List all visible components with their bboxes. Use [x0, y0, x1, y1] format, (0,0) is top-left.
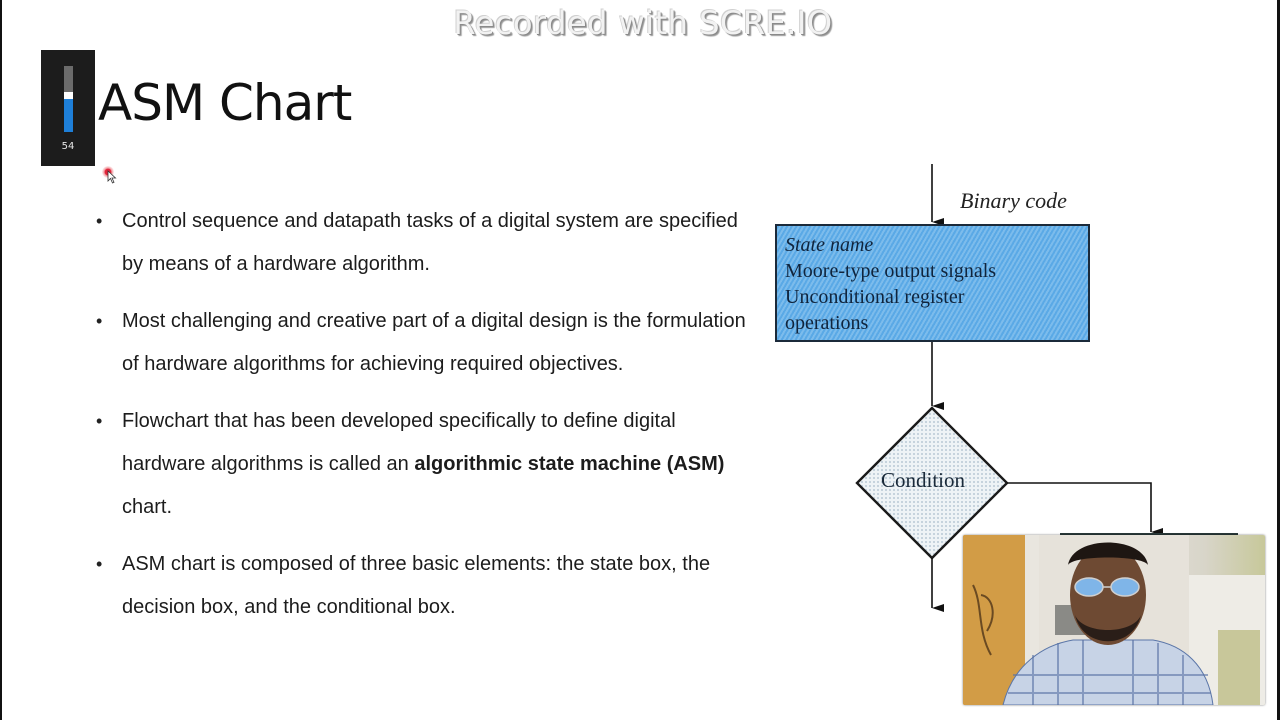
volume-osd[interactable]: 54	[41, 50, 95, 166]
volume-value: 54	[61, 141, 75, 152]
moore-outputs-label: Moore-type output signals	[785, 260, 997, 282]
volume-fill	[64, 96, 73, 132]
bullet-bold-abbrev: (ASM)	[666, 453, 725, 475]
bullet-list: Control sequence and datapath tasks of a…	[96, 200, 756, 643]
presenter-video	[963, 535, 1265, 705]
bullet-item: Most challenging and creative part of a …	[96, 300, 756, 386]
register-ops-label: Unconditional register	[785, 286, 965, 308]
bullet-bold-term: algorithmic state machine	[414, 453, 662, 475]
bullet-text: chart.	[122, 496, 173, 518]
recorder-watermark: Recorded with SCRE.IO	[453, 4, 833, 42]
bullet-item: Control sequence and datapath tasks of a…	[96, 200, 756, 286]
slide-title: ASM Chart	[98, 74, 352, 132]
condition-label: Condition	[881, 468, 966, 492]
bullet-item: ASM chart is composed of three basic ele…	[96, 543, 756, 629]
bullet-text: Flowchart that has been developed specif…	[122, 410, 676, 475]
decision-true-arrow	[1007, 482, 1163, 536]
binary-code-label: Binary code	[960, 188, 1067, 213]
window-frame-right	[1277, 0, 1280, 720]
volume-slider[interactable]	[64, 66, 73, 132]
window-frame-left	[0, 0, 2, 720]
state-box: State name Moore-type output signals Unc…	[775, 224, 1090, 342]
webcam-overlay[interactable]	[963, 535, 1265, 705]
asm-chart-diagram: Binary code State name Moore-type output…	[760, 160, 1280, 630]
mouse-cursor-icon	[107, 170, 117, 184]
state-name-label: State name	[785, 234, 874, 256]
bullet-item: Flowchart that has been developed specif…	[96, 400, 756, 529]
volume-thumb[interactable]	[64, 92, 73, 99]
register-ops-label-cont: operations	[785, 312, 869, 334]
diagram-lines	[855, 164, 1238, 612]
